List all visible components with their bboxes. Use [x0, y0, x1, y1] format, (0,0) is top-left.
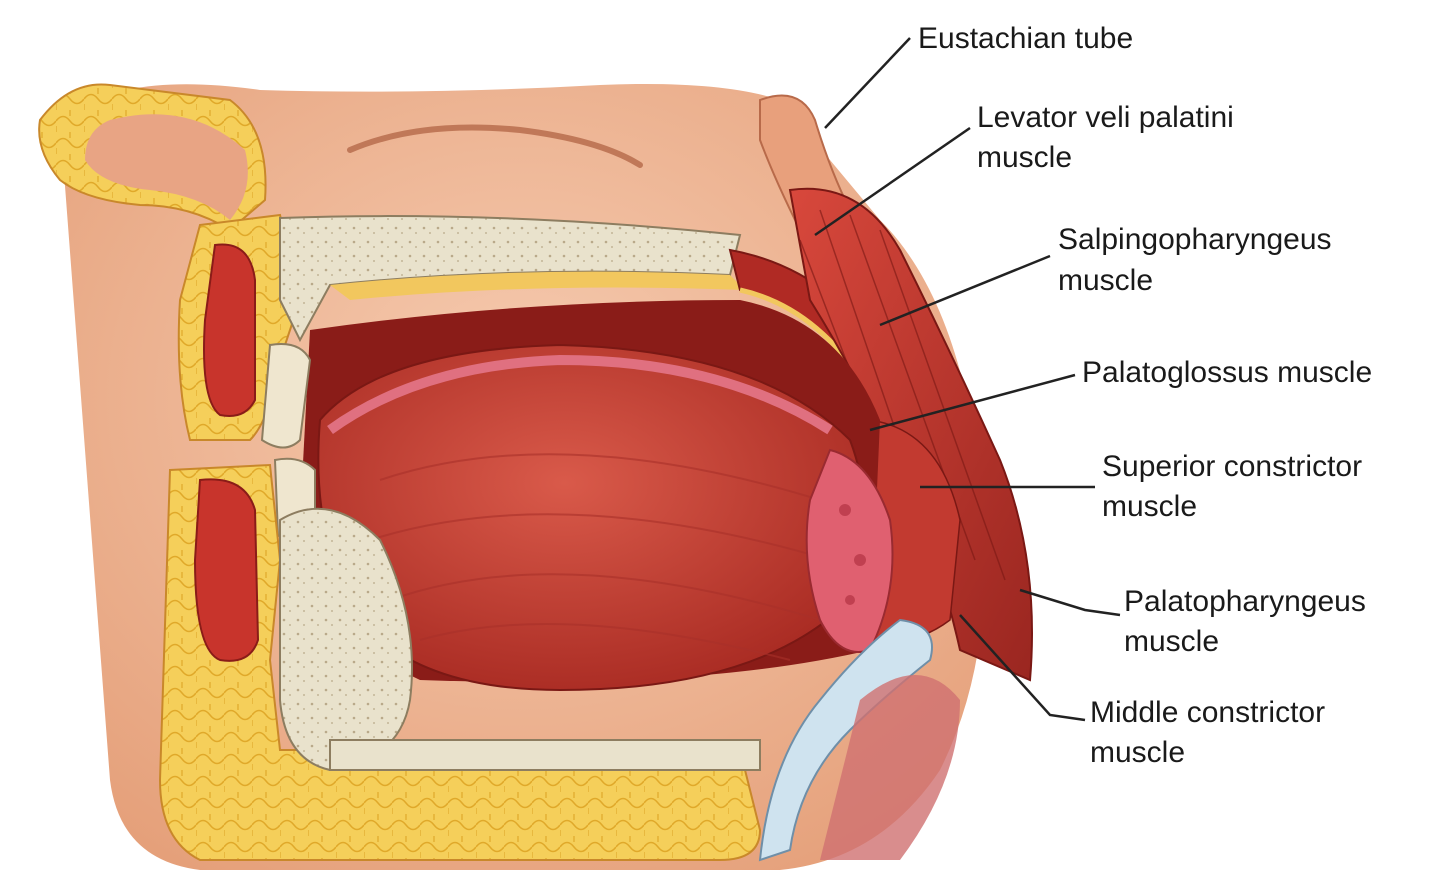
- label-superior-constrictor-line2: muscle: [1102, 490, 1197, 523]
- leader-lines: [814, 37, 1121, 722]
- label-palatopharyngeus-line2: muscle: [1124, 625, 1219, 658]
- label-palatoglossus: Palatoglossus muscle: [1082, 356, 1372, 389]
- leader-eustachian-tube: [824, 37, 911, 129]
- hard-palate: [279, 215, 745, 343]
- label-superior-constrictor-line1: Superior constrictor: [1102, 450, 1362, 483]
- leader-salpingopharyngeus: [879, 254, 1051, 327]
- mandible: [279, 507, 761, 772]
- label-middle-constrictor-line1: Middle constrictor: [1090, 696, 1325, 729]
- leader-palatoglossus: [869, 373, 1076, 432]
- nose: [38, 83, 643, 232]
- labels: Eustachian tube Levator veli palatini mu…: [918, 22, 1372, 769]
- label-eustachian-tube: Eustachian tube: [918, 22, 1133, 55]
- label-middle-constrictor-line2: muscle: [1090, 736, 1185, 769]
- label-palatopharyngeus-line1: Palatopharyngeus: [1124, 585, 1366, 618]
- leader-levator-veli-palatini: [814, 126, 971, 237]
- label-salpingopharyngeus-line2: muscle: [1058, 264, 1153, 297]
- leader-middle-constrictor: [959, 614, 1086, 722]
- leader-palatopharyngeus: [1019, 588, 1121, 617]
- label-salpingopharyngeus-line1: Salpingopharyngeus: [1058, 223, 1332, 256]
- label-levator-veli-palatini-line2: muscle: [977, 141, 1072, 174]
- epiglottis: [758, 618, 960, 862]
- label-levator-veli-palatini-line1: Levator veli palatini: [977, 101, 1234, 134]
